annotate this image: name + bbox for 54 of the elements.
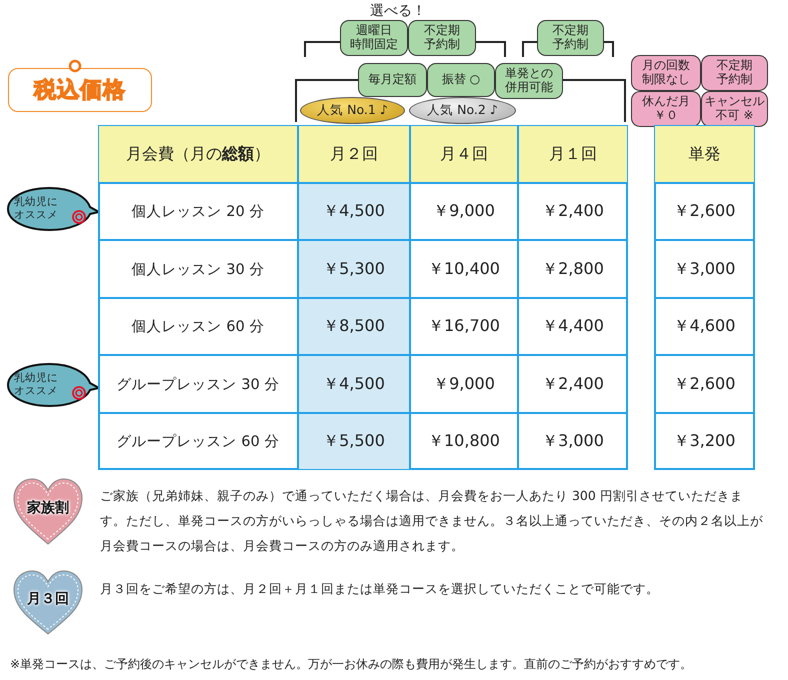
header-cell: 月会費（月の総額）	[98, 125, 298, 183]
price-cell: ￥2,600	[654, 355, 755, 413]
price-cell: ￥4,400	[518, 298, 628, 355]
price-cell: ￥4,500	[298, 355, 410, 413]
price-cell: ￥16,700	[410, 298, 518, 355]
header-cell: 月２回	[298, 125, 410, 183]
heart-text: 家族割	[27, 499, 69, 517]
price-cell: ￥9,000	[410, 355, 518, 413]
bubble-text: 乳幼児にオススメ	[14, 196, 58, 222]
tag-label: 月の回数制限なし	[631, 55, 701, 91]
popularity-badge: 人気 No.1 ♪	[300, 97, 405, 124]
price-cell: ￥2,600	[654, 183, 755, 240]
heart-text: 月３回	[27, 590, 69, 608]
row-header-cell: グループレッスン 30 分	[98, 355, 298, 413]
heart-patch	[12, 570, 84, 636]
heading-text: 選べる！	[370, 2, 426, 20]
speech-bubble	[6, 362, 100, 408]
price-cell: ￥2,400	[518, 183, 628, 240]
heart-patch	[12, 478, 84, 546]
header-cell: 月４回	[410, 125, 518, 183]
tag-label: 単発との併用可能	[495, 63, 563, 99]
tag-label: キャンセル不可 ※	[701, 91, 768, 127]
tag-label: 不定期予約制	[701, 55, 768, 91]
price-cell: ￥4,500	[298, 183, 410, 240]
price-cell: ￥3,000	[518, 413, 628, 470]
row-header-cell: 個人レッスン 30 分	[98, 240, 298, 298]
heading-text: 税込価格	[34, 77, 126, 105]
row-header-cell: グループレッスン 60 分	[98, 413, 298, 470]
price-cell: ￥2,800	[518, 240, 628, 298]
price-cell: ￥10,400	[410, 240, 518, 298]
price-cell: ￥5,500	[298, 413, 410, 470]
row-header-cell: 個人レッスン 60 分	[98, 298, 298, 355]
price-cell: ￥3,000	[654, 240, 755, 298]
tag-label: 不定期予約制	[408, 20, 476, 56]
price-cell: ￥10,800	[410, 413, 518, 470]
row-header-cell: 個人レッスン 20 分	[98, 183, 298, 240]
footnote-text: ※単発コースは、ご予約後のキャンセルができません。万が一お休みの際も費用が発生します。直前のご予約がおすすめです。	[10, 656, 694, 673]
price-cell: ￥5,300	[298, 240, 410, 298]
tag-label: 不定期予約制	[537, 20, 604, 56]
popularity-badge: 人気 No.2 ♪	[409, 97, 516, 124]
price-cell: ￥2,400	[518, 355, 628, 413]
header-cell: 単発	[654, 125, 755, 183]
speech-bubble	[6, 186, 100, 232]
tag-label: 休んだ月￥０	[631, 91, 701, 127]
price-cell: ￥8,500	[298, 298, 410, 355]
tag-label: 振替 ○	[427, 63, 495, 97]
price-cell: ￥9,000	[410, 183, 518, 240]
price-cell: ￥4,600	[654, 298, 755, 355]
bubble-text: 乳幼児にオススメ	[14, 372, 58, 398]
paragraph-text: ご家族（兄弟姉妹、親子のみ）で通っていただく場合は、月会費をお一人あたり 300 円割引させていただきます。ただし、単発コースの方がいらっしゃる場合は適用できません。３名以上通っていただき、その内２名以上が月会費コースの場合は、月会費コースの方のみ適用されます。	[100, 487, 764, 555]
tag-label: 毎月定額	[358, 63, 427, 97]
header-cell: 月１回	[518, 125, 628, 183]
paragraph-text: 月３回をご希望の方は、月２回＋月１回または単発コースを選択していただくことで可能です。	[100, 580, 660, 598]
tag-label: 週曜日時間固定	[340, 20, 408, 56]
